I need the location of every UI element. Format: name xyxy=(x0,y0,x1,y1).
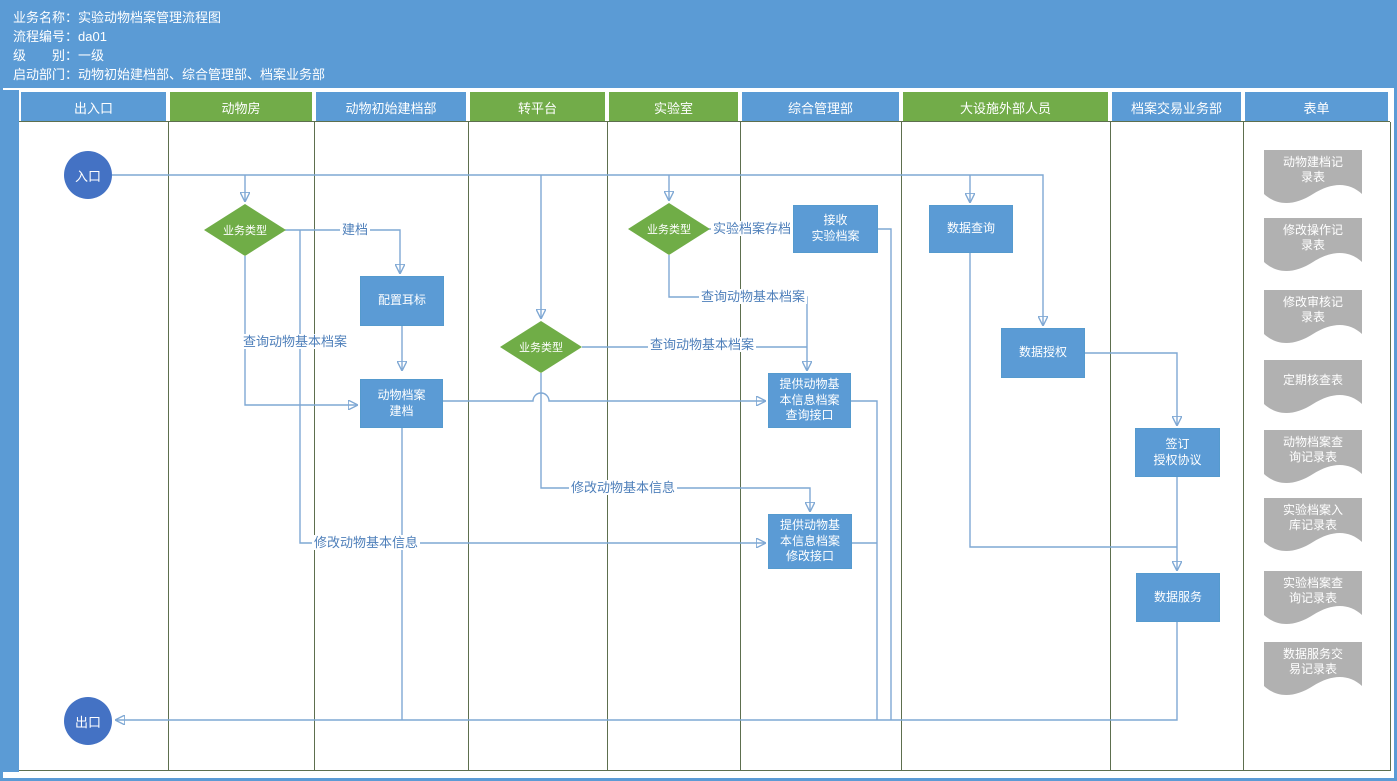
connector-archive-to-query-if xyxy=(443,392,765,401)
document-shape-icon xyxy=(1264,218,1362,271)
business-name-line: 业务名称：实验动物档案管理流程图 xyxy=(13,10,222,25)
process-sign-agreement: 签订 授权协议 xyxy=(1135,428,1220,477)
lane-header-bottom-border xyxy=(19,121,1390,122)
connector-service-to-exit xyxy=(116,622,1178,720)
form-label: 动物建档记 录表 xyxy=(1282,155,1343,184)
lane-header-forms: 表单 xyxy=(1245,92,1388,122)
connector-receive-to-exit xyxy=(878,228,892,720)
form-label: 实验档案入 库记录表 xyxy=(1282,503,1343,532)
exit-terminal: 出口 xyxy=(64,697,112,745)
document-shape-icon xyxy=(1264,430,1362,483)
form-label: 数据服务交 易记录表 xyxy=(1282,647,1343,676)
start-department-line: 启动部门：动物初始建档部、综合管理部、档案业务部 xyxy=(13,67,326,82)
edge-label-exp-archive-filing: 实验档案存档 xyxy=(711,221,794,236)
form-card-exp-archive-query-record: 实验档案查 询记录表 xyxy=(1264,571,1362,631)
lane-border-1 xyxy=(168,122,169,770)
level-line: 级 别：一级 xyxy=(13,48,105,63)
form-card-data-service-trade-record: 数据服务交 易记录表 xyxy=(1264,642,1362,702)
form-card-exp-archive-storage-record: 实验档案入 库记录表 xyxy=(1264,498,1362,558)
process-data-authorization: 数据授权 xyxy=(1001,328,1085,378)
lane-header-laboratory: 实验室 xyxy=(609,92,738,122)
form-card-modify-operation-record: 修改操作记 录表 xyxy=(1264,218,1362,278)
process-provide-query-interface: 提供动物基 本信息档案 查询接口 xyxy=(768,373,851,428)
connector-create-archive xyxy=(285,229,400,273)
lane-header-transfer-platform: 转平台 xyxy=(470,92,605,122)
lane-header-external-personnel: 大设施外部人员 xyxy=(903,92,1108,122)
process-configure-ear-tag: 配置耳标 xyxy=(360,276,444,326)
form-label: 修改审核记 录表 xyxy=(1282,295,1343,324)
connector-auth-to-sign xyxy=(1085,352,1177,425)
document-shape-icon xyxy=(1264,642,1362,695)
connector-decision3-query xyxy=(668,255,807,370)
lane-border-2 xyxy=(314,122,315,770)
lane-header-archive-trade-dept: 档案交易业务部 xyxy=(1112,92,1241,122)
lane-border-4 xyxy=(607,122,608,770)
document-shape-icon xyxy=(1264,498,1362,551)
document-shape-icon xyxy=(1264,571,1362,624)
lane-header-animal-room: 动物房 xyxy=(170,92,312,122)
lane-border-6 xyxy=(901,122,902,770)
connector-query-archive-left xyxy=(244,256,357,405)
form-card-periodic-check: 定期核查表 xyxy=(1264,360,1362,420)
entry-terminal: 入口 xyxy=(64,151,112,199)
lane-header-general-mgmt-dept: 综合管理部 xyxy=(742,92,899,122)
process-receive-exp-archive: 接收 实验档案 xyxy=(793,205,878,253)
lane-header-initial-archive-dept: 动物初始建档部 xyxy=(316,92,466,122)
stage-strip: 阶段 xyxy=(3,90,19,772)
connector-entry-main xyxy=(112,174,1043,325)
edge-label-create-archive: 建档 xyxy=(340,222,371,237)
lane-border-3 xyxy=(468,122,469,770)
document-shape-icon xyxy=(1264,290,1362,343)
process-animal-archive-creation: 动物档案 建档 xyxy=(360,379,443,428)
form-label: 实验档案查 询记录表 xyxy=(1282,576,1343,605)
process-data-query: 数据查询 xyxy=(929,205,1013,253)
process-data-service: 数据服务 xyxy=(1136,573,1220,622)
process-provide-modify-interface: 提供动物基 本信息档案 修改接口 xyxy=(768,514,852,569)
lane-header-entry-exit: 出入口 xyxy=(21,92,166,122)
form-label: 动物档案查 询记录表 xyxy=(1282,435,1343,464)
title-block: 业务名称：实验动物档案管理流程图 流程编号：da01 级 别：一级 启动部门：动… xyxy=(3,3,1394,88)
form-card-modify-review-record: 修改审核记 录表 xyxy=(1264,290,1362,350)
edge-label-query-basic-archive-3: 查询动物基本档案 xyxy=(648,337,757,352)
connector-queryif-to-exit xyxy=(851,400,878,720)
form-label: 修改操作记 录表 xyxy=(1282,223,1343,252)
edge-label-modify-basic-info-2: 修改动物基本信息 xyxy=(569,480,678,495)
lane-border-5 xyxy=(740,122,741,770)
edge-label-query-basic-archive-1: 查询动物基本档案 xyxy=(241,334,350,349)
lane-border-8 xyxy=(1243,122,1244,770)
lane-bottom-border xyxy=(19,770,1391,771)
lane-border-right xyxy=(1390,122,1391,770)
document-shape-icon xyxy=(1264,150,1362,203)
process-number-line: 流程编号：da01 xyxy=(13,29,107,44)
edge-label-query-basic-archive-2: 查询动物基本档案 xyxy=(699,289,808,304)
edge-label-modify-basic-info-1: 修改动物基本信息 xyxy=(312,535,421,550)
form-card-animal-archive-record: 动物建档记 录表 xyxy=(1264,150,1362,210)
form-label: 定期核查表 xyxy=(1282,373,1343,387)
document-shape-icon xyxy=(1264,360,1362,413)
form-card-animal-archive-query-record: 动物档案查 询记录表 xyxy=(1264,430,1362,490)
connector-dataquery-down xyxy=(969,253,1177,548)
lane-border-7 xyxy=(1110,122,1111,770)
